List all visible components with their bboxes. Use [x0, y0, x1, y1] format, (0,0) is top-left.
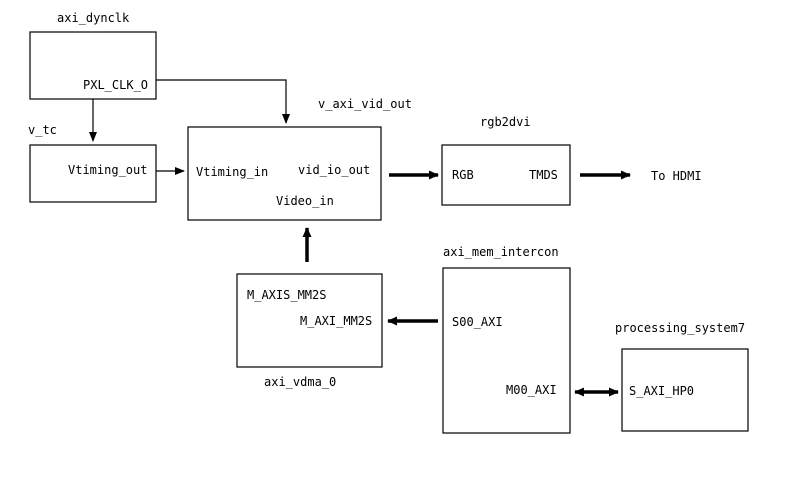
block-title: v_tc [28, 123, 57, 137]
port-label: M00_AXI [506, 383, 557, 397]
block-axi-dynclk: axi_dynclk PXL_CLK_O [29, 11, 157, 100]
port-label: S00_AXI [452, 315, 503, 329]
port-label: S_AXI_HP0 [629, 384, 694, 398]
block-axi-mem-intercon: axi_mem_intercon S00_AXI M00_AXI [442, 245, 571, 434]
block-box [441, 144, 571, 206]
port-label: Vtiming_in [196, 165, 268, 179]
block-title: axi_mem_intercon [443, 245, 559, 259]
output-label: To HDMI [651, 169, 702, 183]
port-label: vid_io_out [298, 163, 370, 177]
clock-to-vid-out-arrow [156, 79, 290, 124]
block-title: axi_dynclk [57, 11, 130, 25]
block-title: v_axi_vid_out [318, 97, 412, 111]
block-title: processing_system7 [615, 321, 745, 335]
port-label: PXL_CLK_O [83, 78, 148, 92]
block-v-axi-vid-out: v_axi_vid_out Vtiming_in vid_io_out Vide… [187, 97, 412, 221]
block-axi-vdma-0: M_AXIS_MM2S M_AXI_MM2S axi_vdma_0 [236, 273, 383, 389]
block-box [236, 273, 383, 368]
block-title: rgb2dvi [480, 115, 531, 129]
block-box [29, 144, 157, 203]
port-label: M_AXIS_MM2S [247, 288, 326, 302]
port-label: RGB [452, 168, 474, 182]
block-v-tc: v_tc Vtiming_out [28, 123, 157, 203]
port-label: TMDS [529, 168, 558, 182]
port-label: M_AXI_MM2S [300, 314, 372, 328]
block-box [187, 126, 382, 221]
port-label: Video_in [276, 194, 334, 208]
block-box [442, 267, 571, 434]
port-label: Vtiming_out [68, 163, 147, 177]
block-processing-system7: processing_system7 S_AXI_HP0 [615, 321, 749, 432]
block-title: axi_vdma_0 [264, 375, 336, 389]
block-box [29, 31, 157, 100]
block-box [621, 348, 749, 432]
block-rgb2dvi: rgb2dvi RGB TMDS [441, 115, 571, 206]
